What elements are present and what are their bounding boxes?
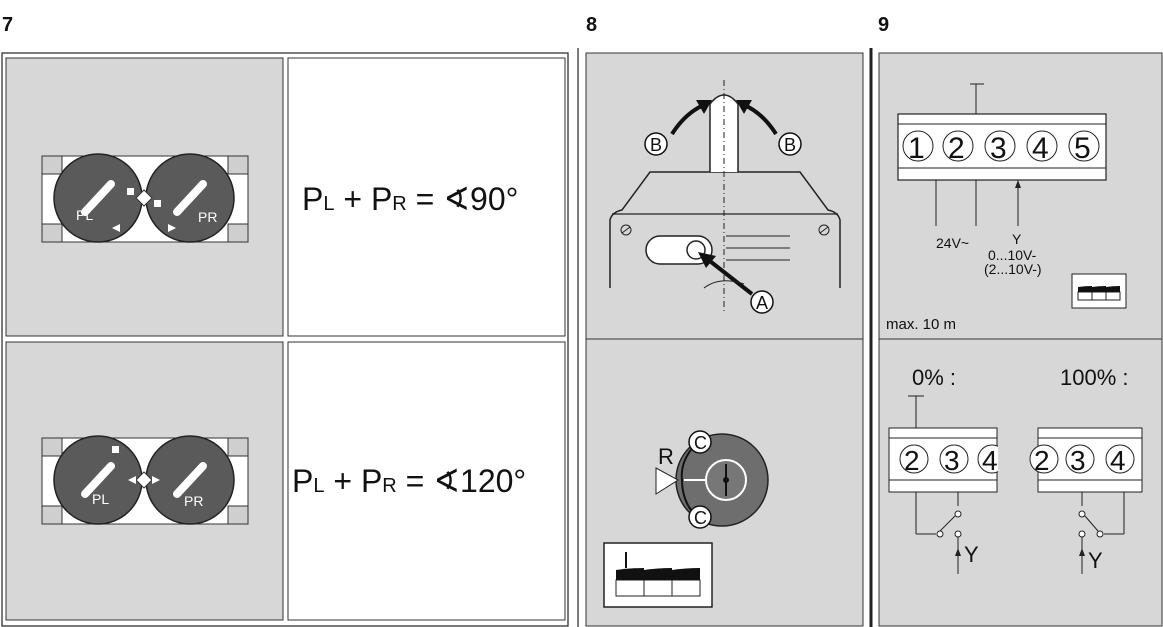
terminal-left-4: 4 [982,445,998,476]
label-b-right: B [784,135,796,155]
terminal-3: 3 [990,132,1007,165]
label-0-percent: 0% : [912,365,956,390]
signal-label: Y [1012,231,1022,247]
label-c-top: C [694,433,707,453]
dial-left-label: PL [76,207,93,223]
signal-range-1: 0...10V- [988,247,1037,263]
terminal-left-3: 3 [944,445,960,476]
signal-range-2: (2...10V-) [984,261,1042,277]
figure-7: PL PR PL PR PL + P [1,52,569,627]
dial-left-label-2: PL [92,491,109,507]
label-r: R [658,444,674,469]
supply-label: 24V~ [936,235,969,251]
dial-right-label: PR [198,209,217,225]
tool-icon-small [1071,273,1127,309]
terminal-4: 4 [1032,132,1049,165]
terminal-2: 2 [948,132,965,165]
figure-8: B B A R C C [585,52,864,627]
terminal-5: 5 [1074,132,1091,165]
terminal-1: 1 [908,132,925,165]
terminal-left-2: 2 [904,445,920,476]
figure-number-9: 9 [878,14,890,36]
max-length: max. 10 m [886,316,956,333]
dial-right-label-2: PR [184,493,203,509]
figure-9: 1 2 3 4 5 24V~ Y 0...10V- (2...10V-) max… [878,52,1163,627]
tool-icon [603,542,713,608]
dial-assembly-90: PL PR [41,153,249,243]
formula-120: PL + PR = ∢120° [292,463,526,499]
dial-assembly-120: PL PR [41,435,249,525]
terminal-row-top: 1 2 3 4 5 [902,130,1100,165]
terminal-right-3: 3 [1070,445,1086,476]
label-100-percent: 100% : [1060,365,1129,390]
figure-number-7: 7 [2,14,14,36]
y-right: Y [1088,548,1103,573]
figure-number-8: 8 [586,14,598,36]
terminal-right-2: 2 [1034,445,1050,476]
label-a: A [756,293,768,313]
y-left: Y [964,542,979,567]
terminal-right-4: 4 [1110,445,1126,476]
label-b-left: B [650,135,662,155]
label-c-bottom: C [694,508,707,528]
formula-90: PL + PR = ∢90° [302,181,518,217]
